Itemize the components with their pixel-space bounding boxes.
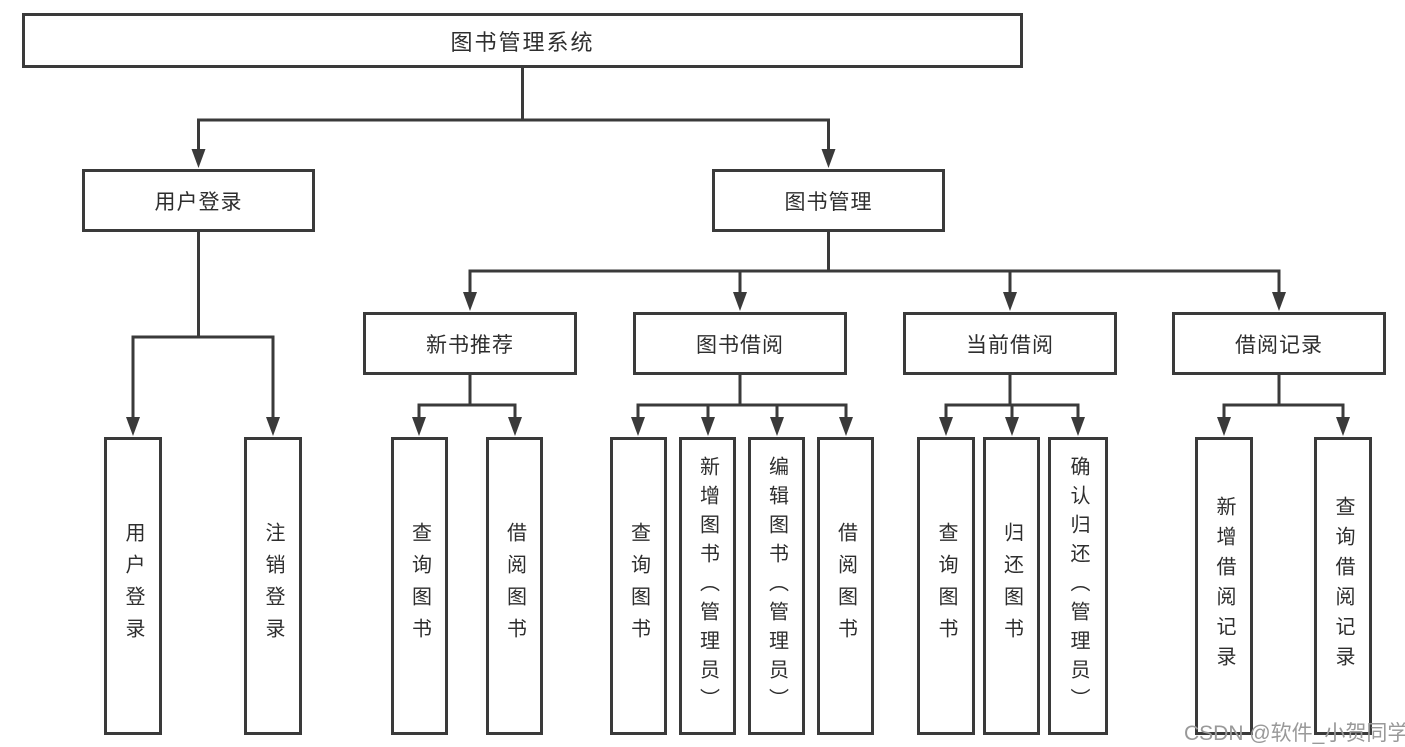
leaf-cb-return-book: 归还图书	[983, 437, 1040, 735]
leaf-rec-borrow-book: 借阅图书	[486, 437, 543, 735]
leaf-cb-confirm-return-admin-label: 确认归还（管理员）	[1067, 455, 1089, 717]
leaf-bb-borrow-book: 借阅图书	[817, 437, 874, 735]
leaf-rec-borrow-book-label: 借阅图书	[503, 522, 526, 650]
node-new-book-recommend: 新书推荐	[363, 312, 577, 375]
node-current-borrow: 当前借阅	[903, 312, 1117, 375]
node-new-book-recommend-label: 新书推荐	[426, 333, 514, 357]
node-root: 图书管理系统	[22, 13, 1023, 68]
node-root-label: 图书管理系统	[450, 29, 595, 55]
leaf-rec-query-book-label: 查询图书	[408, 522, 431, 650]
node-book-management-label: 图书管理	[784, 190, 873, 214]
leaf-bb-add-book-admin-label: 新增图书（管理员）	[696, 455, 719, 717]
leaf-br-query-record-label: 查询借阅记录	[1332, 496, 1354, 676]
leaf-user-login-label: 用户登录	[122, 522, 144, 650]
leaf-cb-query-book: 查询图书	[917, 437, 975, 735]
node-current-borrow-label: 当前借阅	[966, 333, 1054, 357]
node-user-login: 用户登录	[82, 169, 315, 232]
leaf-logout-label: 注销登录	[262, 522, 284, 650]
watermark: CSDN @软件_小贺同学	[1184, 722, 1405, 745]
leaf-bb-query-book-label: 查询图书	[627, 522, 650, 650]
leaf-cb-query-book-label: 查询图书	[935, 522, 957, 650]
node-user-login-label: 用户登录	[154, 190, 243, 214]
leaf-user-login: 用户登录	[104, 437, 162, 735]
leaf-br-add-record: 新增借阅记录	[1195, 437, 1253, 735]
leaf-br-add-record-label: 新增借阅记录	[1213, 496, 1235, 676]
leaf-logout: 注销登录	[244, 437, 302, 735]
leaf-rec-query-book: 查询图书	[391, 437, 448, 735]
leaf-bb-query-book: 查询图书	[610, 437, 667, 735]
leaf-cb-return-book-label: 归还图书	[1000, 522, 1023, 650]
leaf-bb-edit-book-admin: 编辑图书（管理员）	[748, 437, 805, 735]
leaf-bb-add-book-admin: 新增图书（管理员）	[679, 437, 736, 735]
leaf-bb-edit-book-admin-label: 编辑图书（管理员）	[765, 455, 788, 717]
node-book-management: 图书管理	[712, 169, 945, 232]
node-book-borrow-label: 图书借阅	[696, 333, 784, 357]
leaf-br-query-record: 查询借阅记录	[1314, 437, 1372, 735]
node-borrow-records: 借阅记录	[1172, 312, 1386, 375]
node-borrow-records-label: 借阅记录	[1235, 333, 1323, 357]
leaf-cb-confirm-return-admin: 确认归还（管理员）	[1048, 437, 1108, 735]
leaf-bb-borrow-book-label: 借阅图书	[834, 522, 857, 650]
node-book-borrow: 图书借阅	[633, 312, 847, 375]
